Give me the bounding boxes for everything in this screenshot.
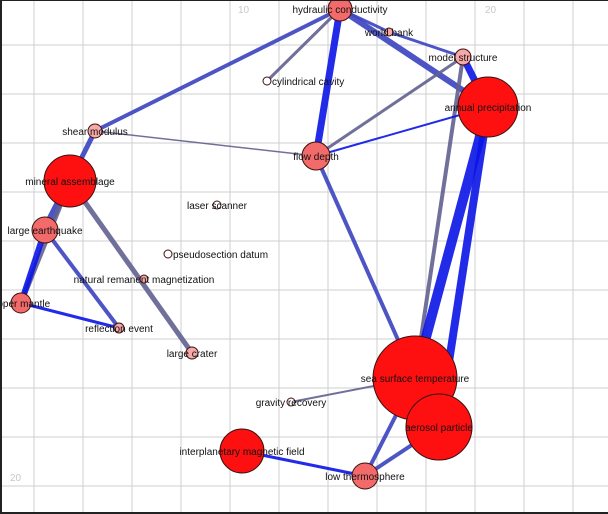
node-label: interplanetary magnetic field [179, 447, 304, 458]
node-ls[interactable]: laser scanner [187, 200, 248, 212]
node-label: large crater [167, 349, 218, 360]
node-circle[interactable] [163, 249, 173, 259]
edge-ma-lc [67, 179, 195, 355]
edge-um-re [20, 301, 120, 330]
node-label: upper mantle [2, 299, 51, 310]
node-label: flow depth [293, 152, 339, 163]
axis-label-x-10: 10 [238, 5, 250, 16]
node-lt[interactable]: low thermosphere [325, 462, 405, 490]
edge-hc-sm [94, 7, 341, 133]
node-ma[interactable]: mineral assemblage [25, 154, 115, 208]
node-label: reflection event [85, 324, 153, 335]
node-pd[interactable]: pseudosection datum [163, 249, 268, 261]
node-circle[interactable] [286, 397, 296, 407]
node-label: cylindrical cavity [272, 77, 344, 88]
node-circle[interactable] [31, 216, 59, 244]
node-circle[interactable] [139, 274, 149, 284]
edge-hc-fd [312, 8, 344, 157]
node-circle[interactable] [405, 393, 473, 461]
node-label: gravity recovery [256, 398, 327, 409]
node-aero[interactable]: aerosol particle [405, 393, 473, 461]
node-ms[interactable]: model structure [429, 48, 498, 66]
node-wb[interactable]: world bank [364, 27, 414, 39]
node-label: sea surface temperature [361, 374, 470, 385]
node-circle[interactable] [113, 322, 125, 334]
node-label: model structure [429, 53, 498, 64]
node-label: natural remanent magnetization [74, 275, 215, 286]
node-sm[interactable]: shear modulus [62, 123, 128, 139]
node-label: aerosol particle [405, 423, 473, 434]
node-label: pseudosection datum [173, 250, 268, 261]
node-um[interactable]: upper mantle [2, 292, 51, 314]
node-gr[interactable]: gravity recovery [256, 397, 327, 409]
node-label: mineral assemblage [25, 177, 115, 188]
node-circle[interactable] [351, 462, 379, 490]
node-label: hydraulic conductivity [292, 5, 387, 16]
node-hc[interactable]: hydraulic conductivity [292, 1, 388, 22]
node-circle[interactable] [43, 154, 97, 208]
node-label: laser scanner [187, 201, 248, 212]
node-lc[interactable]: large crater [167, 346, 218, 360]
node-circle[interactable] [185, 346, 199, 360]
node-label: low thermosphere [325, 472, 405, 483]
node-circle[interactable] [262, 76, 272, 86]
node-circle[interactable] [219, 428, 265, 474]
edge-wb-ms [388, 30, 464, 59]
node-nrm[interactable]: natural remanent magnetization [74, 274, 215, 286]
node-cc[interactable]: cylindrical cavity [262, 76, 344, 88]
node-le[interactable]: large earthquake [7, 216, 83, 244]
node-label: shear modulus [62, 127, 128, 138]
node-fd[interactable]: flow depth [293, 141, 339, 171]
node-circle[interactable] [212, 200, 222, 210]
edge-fd-sm [94, 130, 317, 157]
edge-ap-sst [410, 105, 493, 380]
node-circle[interactable] [384, 27, 394, 37]
node-circle[interactable] [454, 48, 472, 66]
axis-label-y-20: 20 [10, 473, 22, 484]
node-label: world bank [364, 28, 414, 39]
axis-label-x-20: 20 [485, 5, 497, 16]
edge-le-re [43, 228, 121, 330]
node-label: annual precipitation [445, 103, 532, 114]
node-circle[interactable] [327, 1, 353, 22]
node-imf[interactable]: interplanetary magnetic field [179, 428, 305, 474]
nodes: hydraulic conductivity world bank model st… [2, 1, 532, 490]
node-re[interactable]: reflection event [85, 322, 153, 335]
node-circle[interactable] [457, 76, 519, 138]
edge-ms-fd [315, 55, 464, 158]
edge-ms-sst [413, 56, 465, 379]
node-circle[interactable] [301, 141, 331, 171]
node-ap[interactable]: annual precipitation [445, 76, 532, 138]
node-circle[interactable] [10, 292, 32, 314]
edge-hc-cc [265, 7, 342, 83]
node-label: large earthquake [7, 226, 82, 237]
node-circle[interactable] [87, 123, 103, 139]
